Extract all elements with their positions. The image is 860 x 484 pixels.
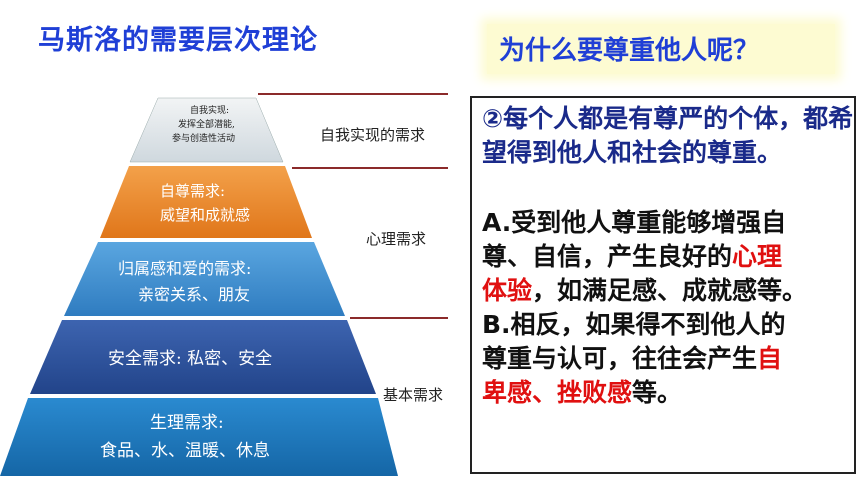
answer-a-highlight: 心理 bbox=[732, 242, 783, 271]
side-label-psychological: 心理需求 bbox=[366, 230, 426, 248]
answer-a-line1: A.受到他人尊重能够增强自 bbox=[482, 208, 787, 237]
pyramid-level-physiological bbox=[0, 398, 398, 476]
level-text: 归属感和爱的需求: bbox=[118, 259, 251, 278]
level-text: 参与创造性活动 bbox=[172, 132, 235, 144]
pyramid-level-esteem bbox=[100, 166, 312, 238]
side-label-self-actualization: 自我实现的需求 bbox=[320, 126, 425, 144]
question-banner: 为什么要尊重他人呢？ bbox=[487, 24, 835, 74]
level-text: 亲密关系、朋友 bbox=[138, 285, 250, 304]
answer-a-line3: 体验，如满足感、成就感等。 bbox=[482, 274, 857, 308]
level-divider-lines bbox=[258, 93, 448, 319]
answer-b-text: 等。 bbox=[632, 378, 683, 407]
level-text: 自我实现: bbox=[190, 104, 229, 116]
maslow-pyramid: 自我实现: 发挥全部潜能, 参与创造性活动 自尊需求: 威望和成就感 归属感和爱… bbox=[0, 93, 448, 476]
level-text: 自尊需求: bbox=[160, 182, 225, 200]
page-title: 马斯洛的需要层次理论 bbox=[38, 25, 318, 56]
answer-b-line3: 卑感、挫败感等。 bbox=[482, 376, 857, 410]
answer-a-highlight: 体验 bbox=[482, 276, 533, 305]
answer-b-highlight: 卑感、挫败感 bbox=[482, 378, 633, 407]
pyramid-level-safety bbox=[30, 320, 376, 394]
answer-point-2: ②每个人都是有尊严的个体，都希望得到他人和社会的尊重。 bbox=[482, 104, 854, 167]
answer-a-line2: 尊、自信，产生良好的心理 bbox=[482, 240, 857, 274]
question-text: 为什么要尊重他人呢？ bbox=[499, 36, 760, 66]
answer-b-line1: B.相反，如果得不到他人的 bbox=[482, 310, 786, 339]
side-label-basic: 基本需求 bbox=[383, 386, 443, 404]
answer-a-text: 尊、自信，产生良好的 bbox=[482, 242, 733, 271]
level-text: 安全需求: 私密、安全 bbox=[108, 349, 272, 369]
level-text: 生理需求: bbox=[150, 413, 224, 433]
pyramid-level-self-actualization bbox=[129, 97, 284, 163]
level-text: 发挥全部潜能, bbox=[178, 118, 235, 130]
level-text: 食品、水、温暖、休息 bbox=[100, 441, 270, 461]
pyramid-level-belonging bbox=[64, 242, 345, 316]
answer-b-text: 尊重与认可，往往会产生 bbox=[482, 344, 758, 373]
answer-a-text: ，如满足感、成就感等。 bbox=[532, 276, 808, 305]
answer-b-line2: 尊重与认可，往往会产生自 bbox=[482, 342, 857, 376]
level-text: 威望和成就感 bbox=[160, 206, 250, 224]
answer-box: ②每个人都是有尊严的个体，都希望得到他人和社会的尊重。 A.受到他人尊重能够增强… bbox=[470, 96, 856, 474]
answer-b-highlight: 自 bbox=[757, 344, 783, 373]
